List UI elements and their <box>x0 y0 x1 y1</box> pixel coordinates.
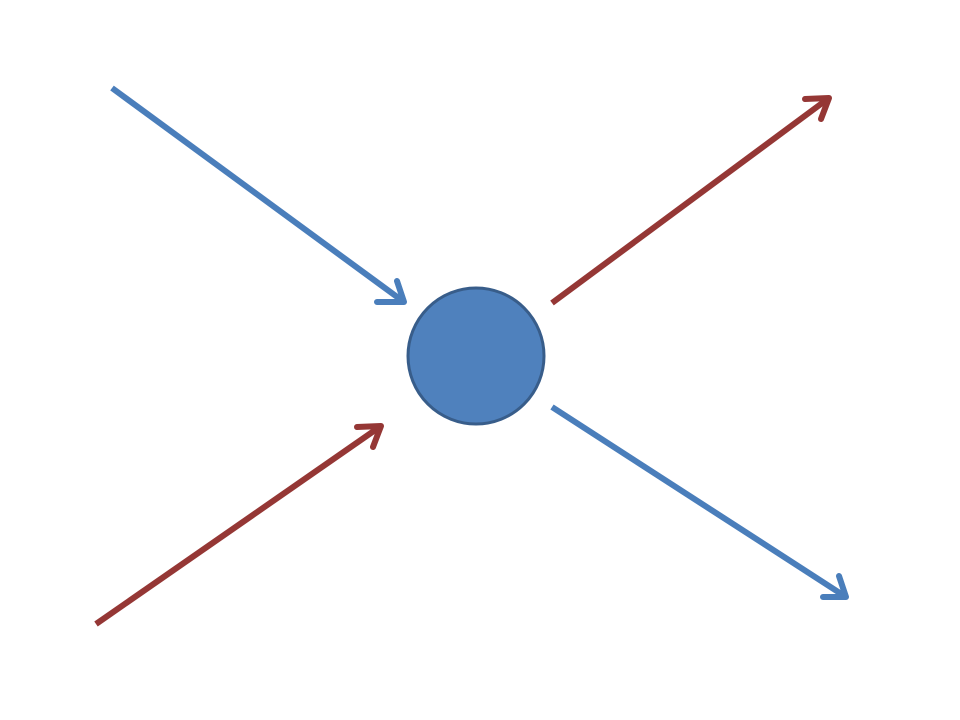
outgoing-blue-arrow-shaft <box>550 404 848 600</box>
incoming-red-arrow-head <box>354 423 384 450</box>
outgoing-blue-arrow-head <box>820 573 849 600</box>
outgoing-blue-arrow <box>550 404 849 600</box>
incoming-blue-arrow <box>110 85 407 305</box>
central-node-circle <box>406 286 546 426</box>
incoming-red-arrow-shaft <box>94 423 383 627</box>
outgoing-red-arrow-head <box>802 95 832 122</box>
incoming-blue-arrow-shaft <box>110 85 406 305</box>
incoming-blue-arrow-head <box>374 278 407 305</box>
incoming-red-arrow <box>94 423 384 627</box>
outgoing-red-arrow-shaft <box>550 95 831 306</box>
outgoing-red-arrow <box>550 95 832 306</box>
